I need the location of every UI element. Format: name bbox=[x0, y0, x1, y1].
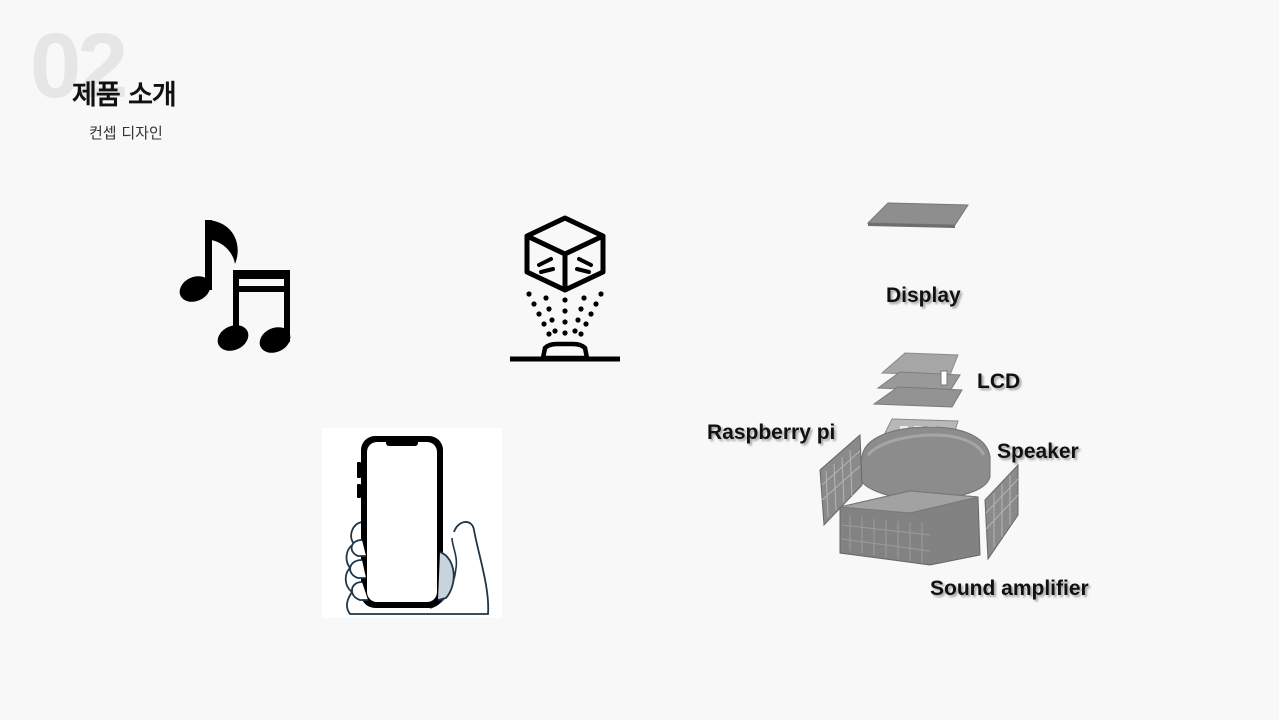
label-speaker: Speaker bbox=[997, 440, 1079, 463]
music-notes-icon bbox=[175, 212, 300, 360]
hologram-cube-icon bbox=[505, 212, 625, 367]
section-number: 02 bbox=[30, 15, 128, 117]
label-display: Display bbox=[886, 284, 961, 307]
label-sound-amplifier: Sound amplifier bbox=[930, 577, 1089, 600]
label-lcd: LCD bbox=[977, 370, 1021, 393]
label-raspberry-pi: Raspberry pi bbox=[707, 421, 836, 444]
product-exploded-diagram bbox=[810, 195, 1030, 575]
page-subtitle: 컨셉 디자인 bbox=[89, 124, 163, 142]
hand-holding-phone-icon bbox=[322, 428, 502, 618]
page-title: 제품 소개 bbox=[72, 80, 177, 111]
